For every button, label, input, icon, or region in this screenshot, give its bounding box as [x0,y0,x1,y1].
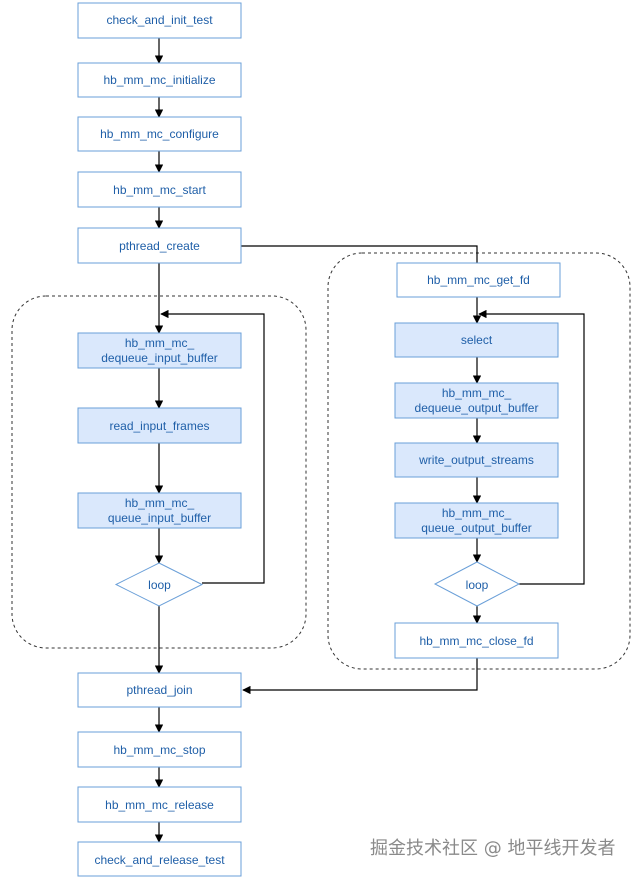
node-label: pthread_join [126,683,192,697]
node-label: check_and_init_test [106,13,213,27]
node-label: write_output_streams [418,453,534,467]
node-pthread-join: pthread_join [77,672,242,708]
node-queue-output-buffer: hb_mm_mc_ queue_output_buffer [394,502,559,539]
node-label: pthread_create [119,239,200,253]
node-hb-mm-mc-start: hb_mm_mc_start [77,171,242,208]
node-pthread-create: pthread_create [77,227,242,264]
node-label-line2: queue_output_buffer [421,521,532,535]
edges [154,38,585,843]
node-label: loop [466,578,489,592]
node-hb-mm-mc-configure: hb_mm_mc_configure [77,116,242,152]
node-label-line1: hb_mm_mc_ [442,506,512,520]
output-thread-group [327,252,631,670]
input-thread-group [11,295,307,649]
node-label: read_input_frames [109,419,209,433]
node-hb-mm-mc-release: hb_mm_mc_release [77,786,242,823]
node-label-line2: dequeue_output_buffer [415,401,539,415]
node-loop-input-decision: loop [114,562,204,607]
node-label: hb_mm_mc_stop [113,743,205,757]
node-dequeue-input-buffer: hb_mm_mc_ dequeue_input_buffer [77,332,242,369]
node-hb-mm-mc-get-fd: hb_mm_mc_get_fd [396,262,561,298]
node-hb-mm-mc-stop: hb_mm_mc_stop [77,731,242,768]
node-select: select [394,322,559,358]
node-label: check_and_release_test [94,853,225,867]
node-label: select [461,333,493,347]
node-label: hb_mm_mc_configure [100,127,219,141]
node-loop-output-decision: loop [433,561,521,607]
node-label: hb_mm_mc_close_fd [419,634,533,648]
node-label: hb_mm_mc_start [113,183,206,197]
node-label-line2: dequeue_input_buffer [101,351,218,365]
watermark-text: 掘金技术社区 @ 地平线开发者 [370,838,616,859]
node-label-line1: hb_mm_mc_ [125,336,195,350]
node-label: hb_mm_mc_release [105,798,214,812]
node-label: loop [148,578,171,592]
node-check-and-release-test: check_and_release_test [77,841,242,877]
node-queue-input-buffer: hb_mm_mc_ queue_input_buffer [77,492,242,529]
node-write-output-streams: write_output_streams [394,442,559,478]
node-hb-mm-mc-close-fd: hb_mm_mc_close_fd [394,622,559,659]
node-read-input-frames: read_input_frames [77,407,242,444]
node-label-line2: queue_input_buffer [108,511,211,525]
node-hb-mm-mc-initialize: hb_mm_mc_initialize [77,62,242,98]
node-label: hb_mm_mc_get_fd [427,273,530,287]
node-label: hb_mm_mc_initialize [103,73,215,87]
node-label-line1: hb_mm_mc_ [442,386,512,400]
node-check-and-init-test: check_and_init_test [77,2,242,39]
node-label-line1: hb_mm_mc_ [125,496,195,510]
node-dequeue-output-buffer: hb_mm_mc_ dequeue_output_buffer [394,382,559,419]
